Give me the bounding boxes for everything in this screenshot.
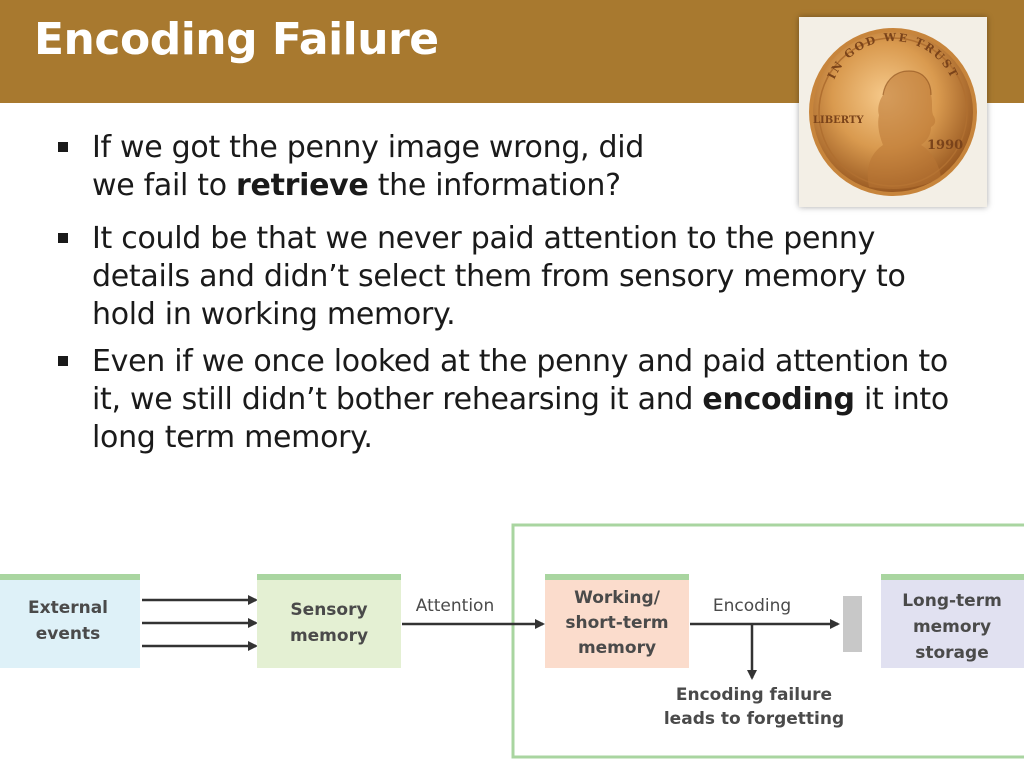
bullet-line: we fail to	[92, 168, 237, 203]
bullet-item: It could be that we never paid attention…	[58, 220, 963, 334]
working-memory-line-3: memory	[578, 638, 656, 658]
bullet-item: If we got the penny image wrong, did we …	[58, 129, 758, 205]
bullet-line: the information?	[368, 168, 621, 203]
bullet-item: Even if we once looked at the penny and …	[58, 343, 963, 457]
external-events-line-1: External	[28, 598, 108, 618]
penny-year: 1990	[927, 138, 963, 153]
square-bullet-icon	[58, 233, 68, 243]
sensory-memory-line-2: memory	[290, 626, 368, 646]
encoding-blocker	[843, 596, 862, 652]
penny-liberty: LIBERTY	[813, 115, 864, 126]
penny-coin-icon: IN GOD WE TRUST LIBERTY 1990	[809, 28, 977, 196]
memory-flow-diagram: External events Sensory memory Attention…	[0, 523, 1024, 759]
sensory-memory-line-1: Sensory	[290, 600, 367, 620]
square-bullet-icon	[58, 142, 68, 152]
external-events-box: External events	[0, 574, 140, 668]
working-memory-line-2: short-term	[565, 613, 668, 633]
bullet-line: it into long term memory.	[92, 382, 949, 455]
sensory-memory-box: Sensory memory	[257, 574, 401, 668]
working-memory-box: Working/ short-term memory	[545, 574, 689, 668]
bullet-line: If we got the penny image wrong, did	[92, 130, 645, 165]
bold-term-retrieve: retrieve	[236, 168, 369, 203]
attention-label: Attention	[416, 596, 494, 616]
long-term-line-2: memory	[913, 617, 991, 637]
encoding-label: Encoding	[713, 596, 791, 616]
failure-line-2: leads to forgetting	[664, 709, 844, 729]
slide-title: Encoding Failure	[34, 14, 439, 65]
memory-system-frame	[511, 523, 1024, 759]
long-term-line-1: Long-term	[902, 591, 1002, 611]
bullet-line: Even if we once looked at the penny and …	[92, 344, 948, 417]
bullet-text: If we got the penny image wrong, did we …	[92, 129, 644, 205]
long-term-memory-box: Long-term memory storage	[881, 574, 1024, 668]
bullet-text: It could be that we never paid attention…	[92, 221, 906, 332]
external-events-line-2: events	[36, 624, 101, 644]
working-memory-line-1: Working/	[574, 588, 661, 608]
bullet-text: Even if we once looked at the penny and …	[92, 343, 963, 457]
bold-term-encoding: encoding	[702, 382, 855, 417]
failure-line-1: Encoding failure	[676, 685, 832, 705]
penny-photo: IN GOD WE TRUST LIBERTY 1990	[799, 17, 987, 207]
long-term-line-3: storage	[915, 643, 988, 663]
square-bullet-icon	[58, 356, 68, 366]
